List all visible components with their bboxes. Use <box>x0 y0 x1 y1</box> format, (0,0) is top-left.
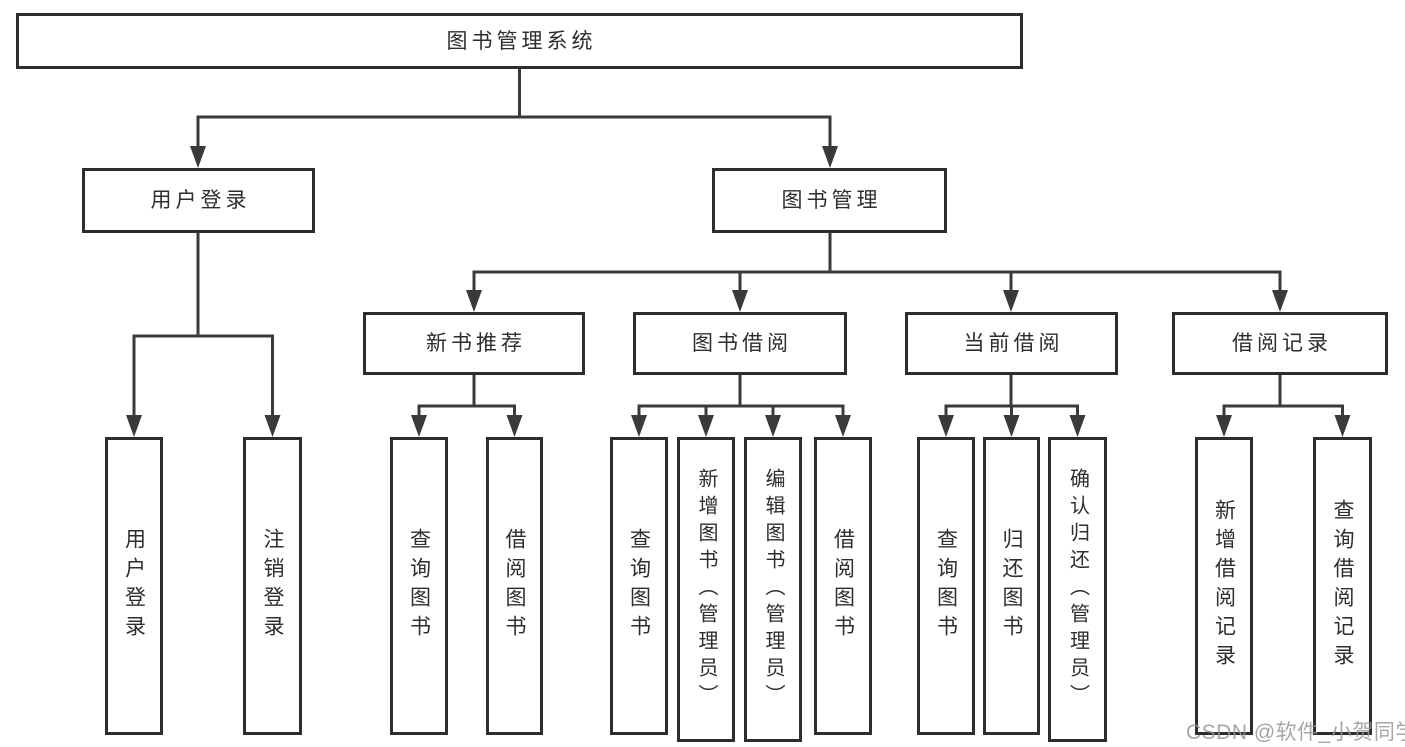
node-leaf-logout: 注销登录 <box>243 437 302 735</box>
connector-bookmgmt-to-level3 <box>466 233 1288 312</box>
node-leaf-borrow-book-1: 借阅图书 <box>486 437 543 735</box>
connector-newbookrec-to-leaves <box>411 375 523 437</box>
node-user-login: 用户登录 <box>82 168 315 233</box>
node-leaf-edit-book: 编辑图书（管理员） <box>744 437 802 742</box>
node-leaf-query-book-2: 查询图书 <box>610 437 668 735</box>
node-leaf-query-borrow-record: 查询借阅记录 <box>1313 437 1372 735</box>
node-leaf-return-book: 归还图书 <box>983 437 1040 735</box>
connector-borrowrecords-to-leaves <box>1216 375 1351 437</box>
node-leaf-query-book-1: 查询图书 <box>390 437 448 735</box>
node-leaf-add-borrow-record: 新增借阅记录 <box>1195 437 1253 735</box>
node-leaf-user-login: 用户登录 <box>105 437 163 735</box>
node-book-mgmt: 图书管理 <box>712 168 947 233</box>
node-leaf-borrow-book-2: 借阅图书 <box>814 437 872 735</box>
node-borrow-records: 借阅记录 <box>1172 312 1388 375</box>
node-leaf-add-book: 新增图书（管理员） <box>677 437 735 742</box>
node-book-borrow: 图书借阅 <box>633 312 847 375</box>
connector-bookborrow-to-leaves <box>631 375 851 437</box>
node-root: 图书管理系统 <box>16 13 1023 69</box>
node-current-borrow: 当前借阅 <box>905 312 1118 375</box>
node-leaf-confirm-return: 确认归还（管理员） <box>1048 437 1107 742</box>
node-new-book-rec: 新书推荐 <box>363 312 585 375</box>
node-leaf-query-book-3: 查询图书 <box>917 437 975 735</box>
connector-currentborrow-to-leaves <box>938 375 1086 437</box>
watermark: CSDN @软件_小贺同学 <box>1186 721 1405 744</box>
connector-userlogin-to-leaves <box>126 233 281 437</box>
connector-root-to-level2 <box>190 69 838 168</box>
